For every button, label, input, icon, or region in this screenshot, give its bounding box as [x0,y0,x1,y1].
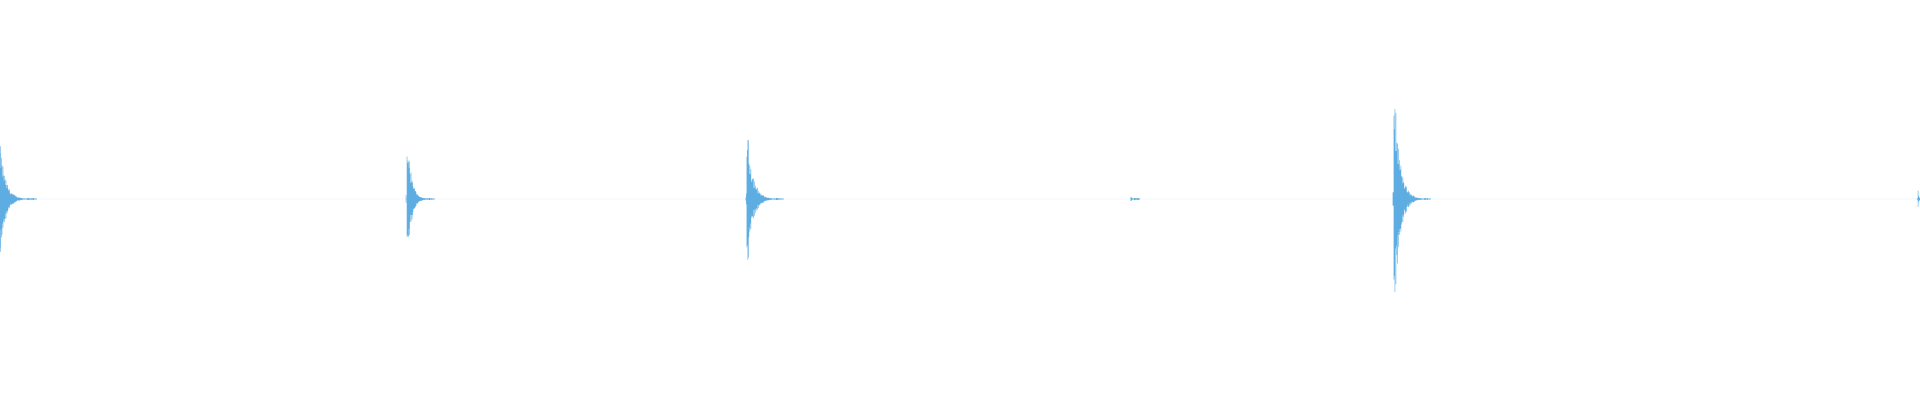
waveform-transient [405,156,433,238]
waveform-event [405,156,435,238]
waveform-events [0,108,1920,293]
waveform-event [1129,197,1141,202]
waveform-transient [1392,108,1428,293]
waveform-event [745,139,784,260]
waveform-transient [745,139,781,260]
waveform-event [1392,108,1431,293]
waveform-event [0,146,37,252]
